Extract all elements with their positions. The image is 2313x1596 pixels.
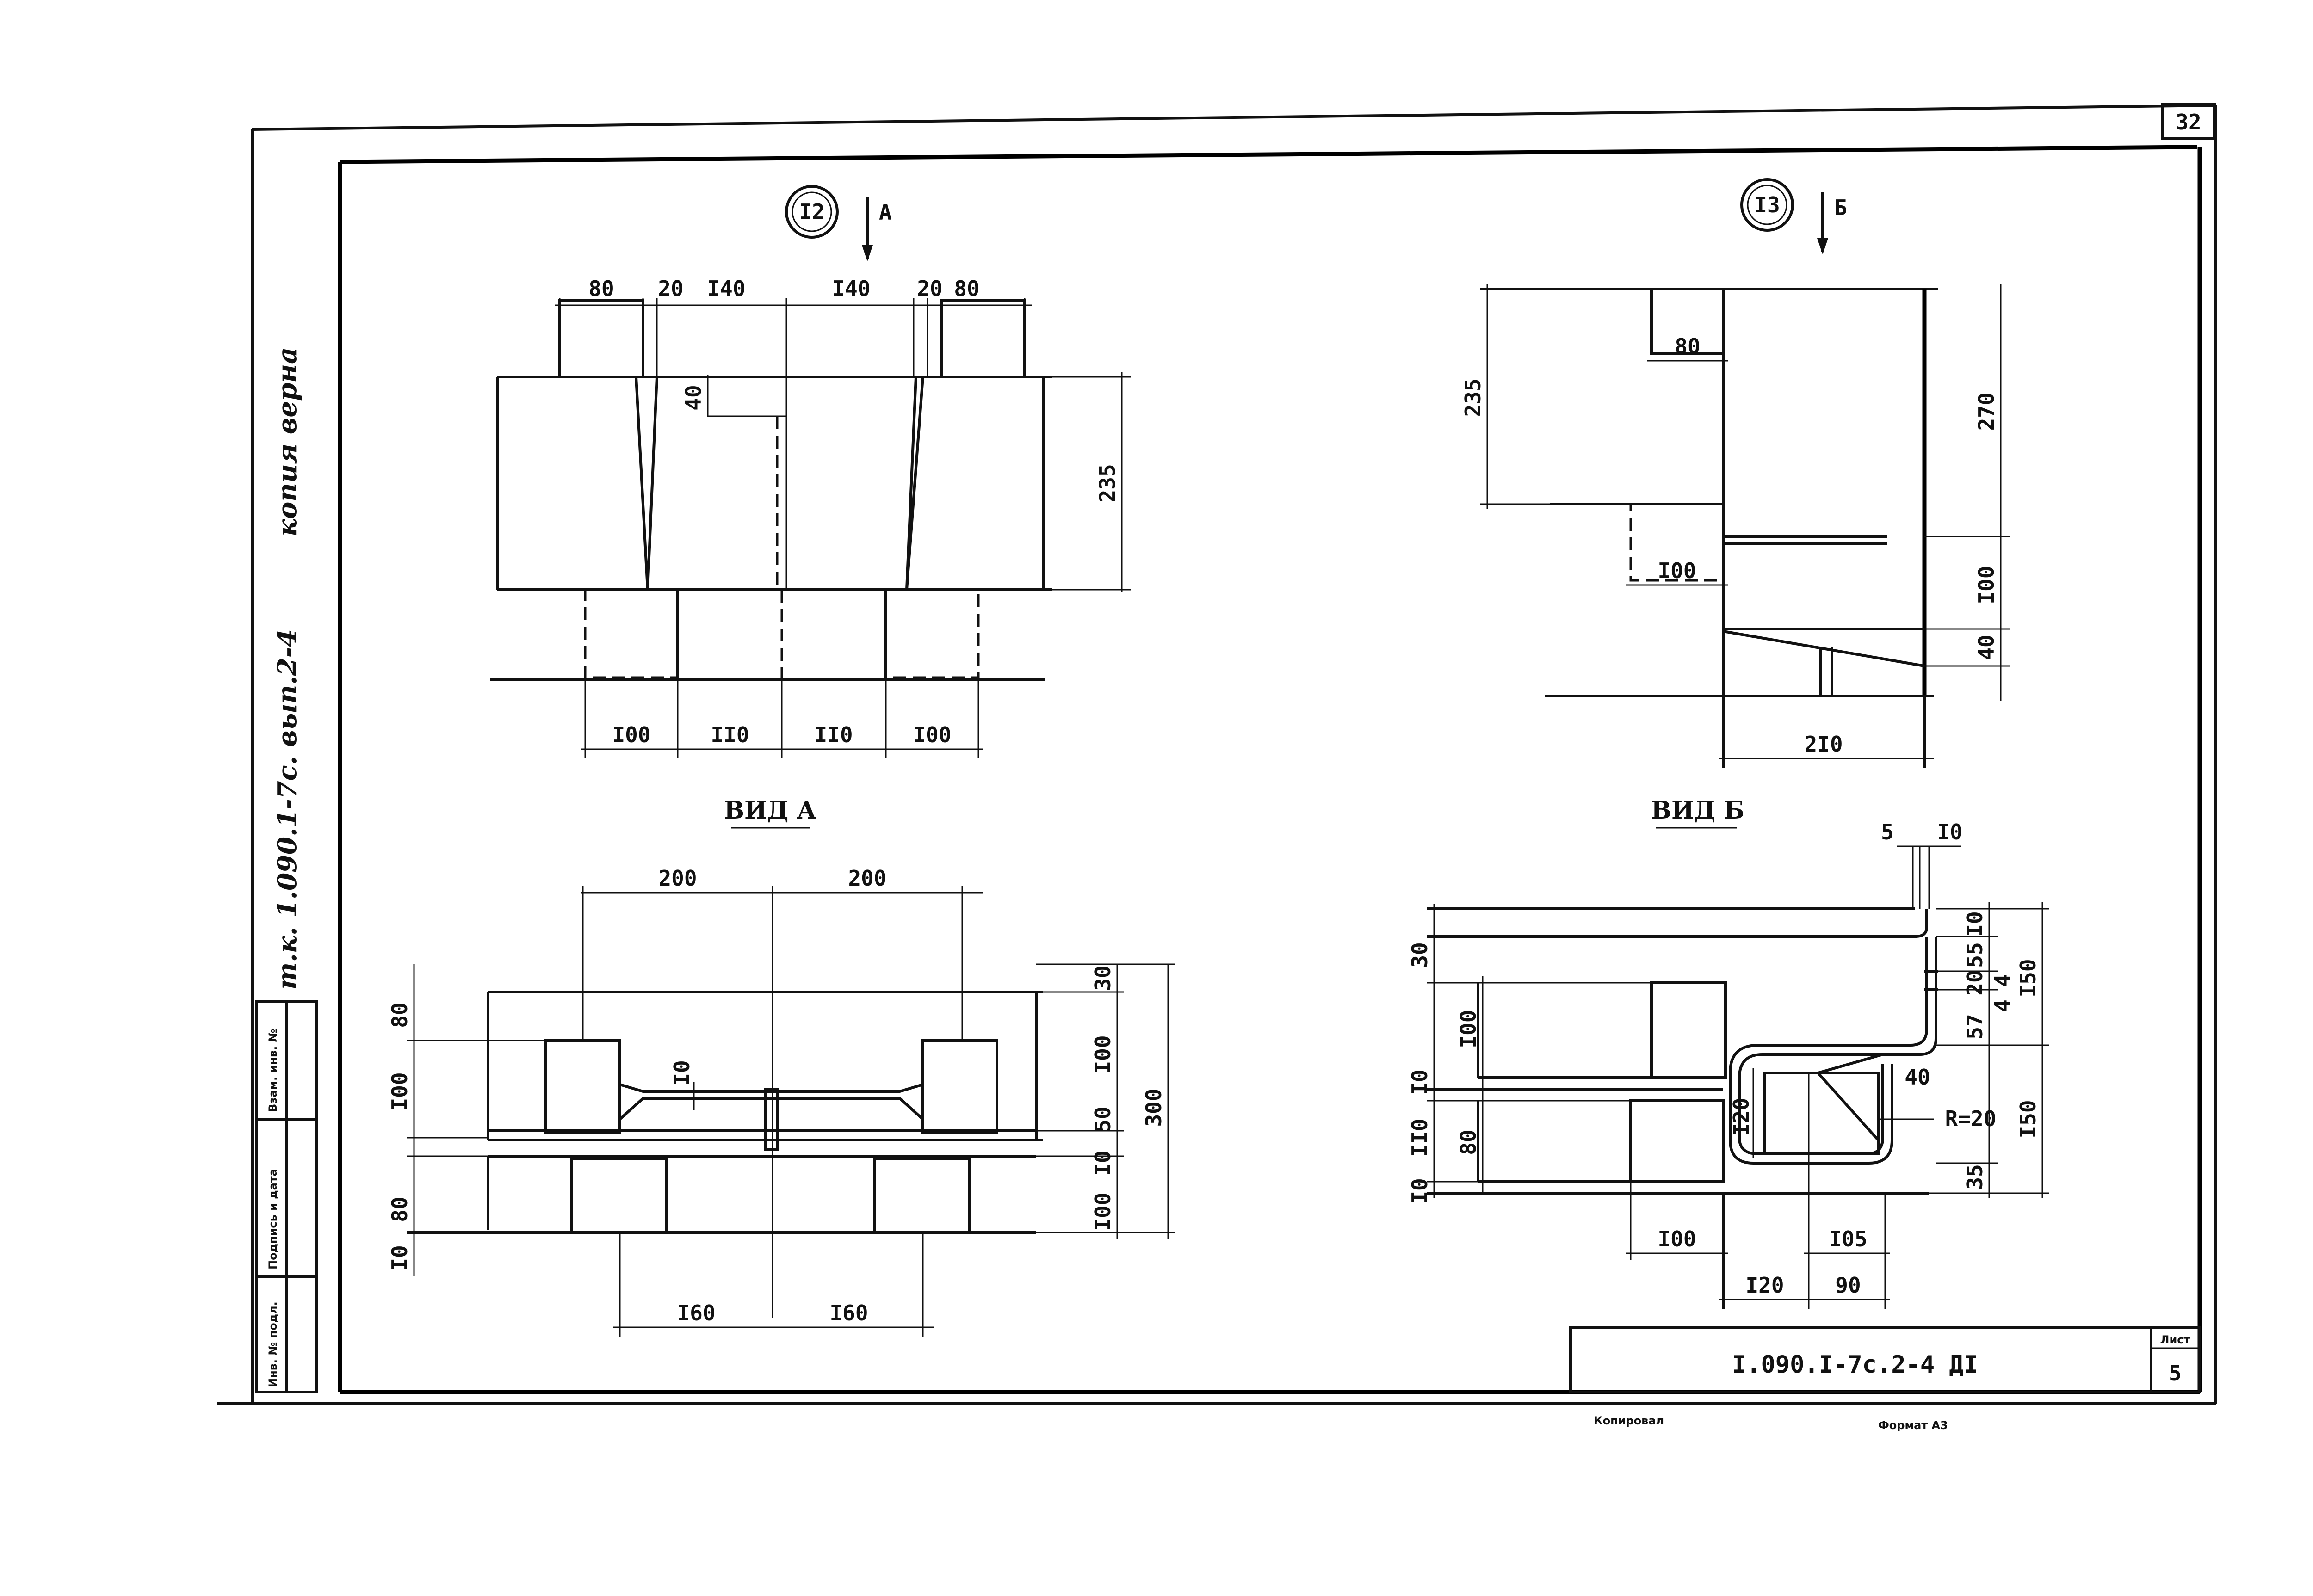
side-box-label-1: Инв. № подл. <box>266 1301 279 1387</box>
vb-d120v: I20 <box>1729 1097 1754 1136</box>
d12-right: 235 <box>1095 464 1120 502</box>
detail-13-arrow: Б <box>1834 195 1847 220</box>
d12-d40: 40 <box>681 385 706 410</box>
va-total: 300 <box>1141 1088 1166 1127</box>
d12-top-6: 80 <box>954 276 979 301</box>
vb-right-1: I0 <box>1962 911 1987 937</box>
series-note: т.к. 1.090.1-7с. вып.2-4 <box>272 629 303 990</box>
d13-right-mid: I00 <box>1974 566 1999 604</box>
va-right-1: 30 <box>1090 965 1115 991</box>
vb-d40: 40 <box>1905 1065 1930 1090</box>
vb-left-2: I00 <box>1456 1010 1481 1048</box>
va-right-3: 50 <box>1090 1106 1115 1132</box>
d12-bot-3: II0 <box>814 722 853 747</box>
detail-13-mark: I3 <box>1754 192 1780 217</box>
corner-number-box: 32 <box>2161 103 2216 140</box>
vb-left-3: I0 <box>1407 1069 1432 1095</box>
d13-right-top: 270 <box>1974 392 1999 431</box>
vb-top-2: I0 <box>1937 820 1962 844</box>
d13-left: 235 <box>1460 378 1485 417</box>
d12-top-3: I40 <box>707 276 745 301</box>
va-top-2: 200 <box>848 866 886 891</box>
title-block: I.090.I-7c.2-4 ДI Лист 5 <box>1569 1326 2201 1393</box>
side-box-label-3: Взам. инв. № <box>266 1029 279 1112</box>
va-left-2: I00 <box>387 1072 412 1110</box>
d12-top-5: 20 <box>917 276 942 301</box>
copy-note: копия верна <box>272 347 303 536</box>
d12-top-4: I40 <box>832 276 870 301</box>
detail-13: I3 Б 235 80 I00 270 I00 40 <box>1460 178 2010 768</box>
detail-12-mark: I2 <box>799 199 824 224</box>
vb-left-5: 80 <box>1456 1129 1481 1155</box>
vb-left-4: II0 <box>1407 1118 1432 1157</box>
d12-bot-4: I00 <box>913 722 951 747</box>
d12-bot-2: II0 <box>711 722 749 747</box>
va-right-5: I00 <box>1090 1192 1115 1231</box>
va-top-1: 200 <box>658 866 697 891</box>
va-bot-1: I60 <box>677 1300 715 1325</box>
va-left-3: 80 <box>387 1196 412 1222</box>
view-a: ВИД А 200 200 80 I00 80 I0 I0 <box>387 796 1175 1337</box>
side-stamp-boxes: Инв. № подл. Подпись и дата Взам. инв. № <box>255 1000 318 1393</box>
va-right-4: I0 <box>1090 1150 1115 1176</box>
d13-d80: 80 <box>1675 334 1700 359</box>
vb-bot-3: I20 <box>1745 1273 1784 1298</box>
vb-total-top: I50 <box>2016 959 2041 997</box>
vb-total-bottom: I50 <box>2016 1100 2041 1138</box>
vb-top-1: 5 <box>1881 820 1894 844</box>
detail-12: I2 А 80 20 I40 I40 20 80 <box>490 185 1131 758</box>
d13-bottom: 2I0 <box>1804 732 1843 757</box>
view-a-title: ВИД А <box>724 796 816 825</box>
vb-radius: R=20 <box>1945 1106 1997 1131</box>
vb-bot-1: I00 <box>1657 1226 1696 1251</box>
vb-left-6: I0 <box>1407 1178 1432 1203</box>
vb-right-4: 57 <box>1962 1014 1987 1039</box>
list-label: Лист <box>2160 1333 2190 1346</box>
d12-bot-1: I00 <box>612 722 650 747</box>
vb-bot-2: I05 <box>1829 1226 1867 1251</box>
vb-left-1: 30 <box>1407 942 1432 967</box>
view-b-title: ВИД Б <box>1651 796 1744 825</box>
copied-by-label: Копировал <box>1594 1414 1664 1427</box>
va-right-2: I00 <box>1090 1035 1115 1073</box>
d13-d100: I00 <box>1657 558 1696 583</box>
d13-d40: 40 <box>1974 635 1999 660</box>
vb-right-2: 55 <box>1962 942 1987 967</box>
format-label: Формат А3 <box>1878 1419 1948 1432</box>
list-number: 5 <box>2169 1361 2182 1386</box>
vb-right-3: 20 <box>1962 970 1987 995</box>
side-box-label-2: Подпись и дата <box>266 1169 279 1269</box>
d12-top-1: 80 <box>588 276 614 301</box>
detail-12-arrow: А <box>879 200 892 225</box>
view-b: ВИД Б 5 I0 30 I00 I0 II <box>1407 796 2049 1309</box>
inner-frame <box>338 145 2202 1394</box>
vb-bot-4: 90 <box>1835 1273 1861 1298</box>
va-left-1: 80 <box>387 1002 412 1028</box>
va-d10: I0 <box>669 1060 694 1085</box>
va-left-4: I0 <box>387 1245 412 1270</box>
d12-top-2: 20 <box>658 276 683 301</box>
outer-frame <box>217 104 2217 1405</box>
vb-d4b: 4 <box>1990 999 2015 1012</box>
drawing-code: I.090.I-7c.2-4 ДI <box>1732 1351 1978 1379</box>
corner-number: 32 <box>2176 110 2201 135</box>
vb-right-5: 35 <box>1962 1164 1987 1189</box>
va-bot-2: I60 <box>829 1300 868 1325</box>
vb-d4a: 4 <box>1990 974 2015 987</box>
